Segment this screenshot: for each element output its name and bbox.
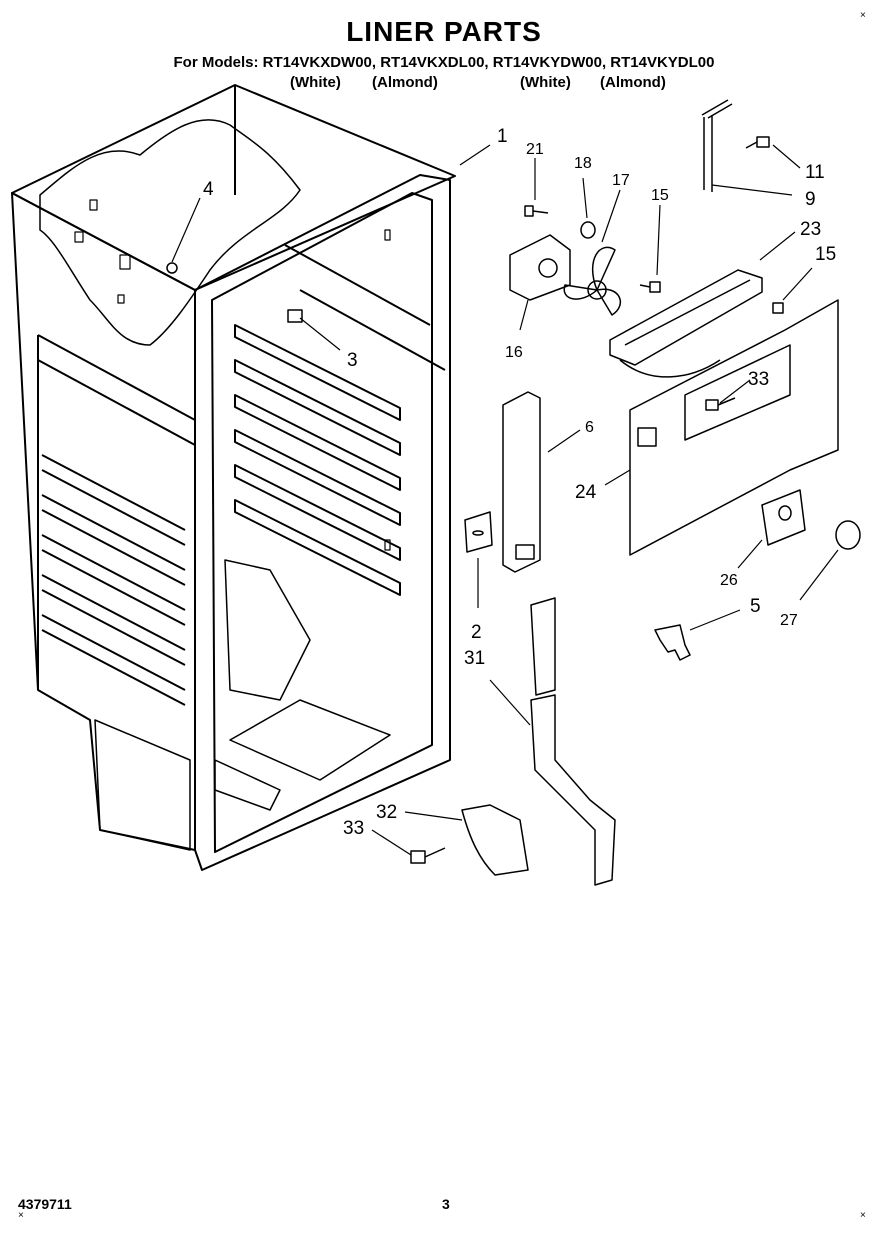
document-number: 4379711 <box>18 1196 72 1212</box>
callout-17: 17 <box>612 172 630 189</box>
part-26-plate <box>761 489 806 546</box>
part-32-cover <box>461 804 529 876</box>
callout-33-upper: 33 <box>748 369 769 390</box>
liner-cabinet <box>11 84 456 871</box>
callout-labels: 1 21 18 17 15 11 9 23 15 4 3 16 33 6 24 … <box>203 126 836 839</box>
callout-18: 18 <box>574 155 592 172</box>
callout-31: 31 <box>464 648 485 669</box>
color-label-2: (Almond) <box>372 74 438 91</box>
part-3-clip <box>287 309 303 323</box>
callout-6: 6 <box>585 419 594 436</box>
callout-24: 24 <box>575 482 597 503</box>
part-16-motor <box>509 234 571 301</box>
part-31-duct <box>530 597 616 886</box>
part-15-screw-b <box>772 302 784 314</box>
part-18-washer <box>580 221 596 239</box>
callout-16: 16 <box>505 344 523 361</box>
color-label-4: (Almond) <box>600 74 666 91</box>
part-11-screw <box>745 136 770 149</box>
callout-21: 21 <box>526 141 544 158</box>
callout-15-right: 15 <box>815 244 836 265</box>
part-21-screw <box>524 205 549 217</box>
leader-lines <box>171 144 839 856</box>
part-15-screw-a <box>639 281 661 293</box>
corner-mark-bottom-right: × <box>860 1210 866 1221</box>
page-number: 3 <box>442 1196 450 1212</box>
part-24-panel <box>629 299 839 556</box>
part-9-tube <box>701 99 733 192</box>
part-23-bracket <box>609 269 763 378</box>
callout-26: 26 <box>720 572 738 589</box>
callout-15-upper: 15 <box>651 187 669 204</box>
color-label-3: (White) <box>520 74 571 91</box>
callout-9: 9 <box>805 189 816 210</box>
corner-mark-top-right: × <box>860 10 866 21</box>
callout-4: 4 <box>203 179 214 200</box>
part-6-duct <box>502 391 541 573</box>
part-33-screw-b <box>410 847 446 864</box>
callout-33-lower: 33 <box>343 818 364 839</box>
callout-1: 1 <box>497 126 508 147</box>
part-27-knob <box>835 520 861 550</box>
corner-mark-bottom-left: × <box>18 1210 24 1221</box>
callout-3: 3 <box>347 350 358 371</box>
callout-23: 23 <box>800 219 821 240</box>
part-4-grommet <box>166 262 178 274</box>
part-33-screw-a <box>705 397 736 411</box>
part-5-clip <box>654 624 691 661</box>
models-line: For Models: RT14VKXDW00, RT14VKXDL00, RT… <box>173 54 715 71</box>
color-label-1: (White) <box>290 74 341 91</box>
callout-27: 27 <box>780 612 798 629</box>
callout-32: 32 <box>376 802 397 823</box>
callout-5: 5 <box>750 596 761 617</box>
callout-11: 11 <box>805 162 825 183</box>
part-17-fan <box>563 246 622 316</box>
callout-2: 2 <box>471 622 482 643</box>
page-title: LINER PARTS <box>346 16 542 47</box>
part-2-badge <box>464 511 493 553</box>
